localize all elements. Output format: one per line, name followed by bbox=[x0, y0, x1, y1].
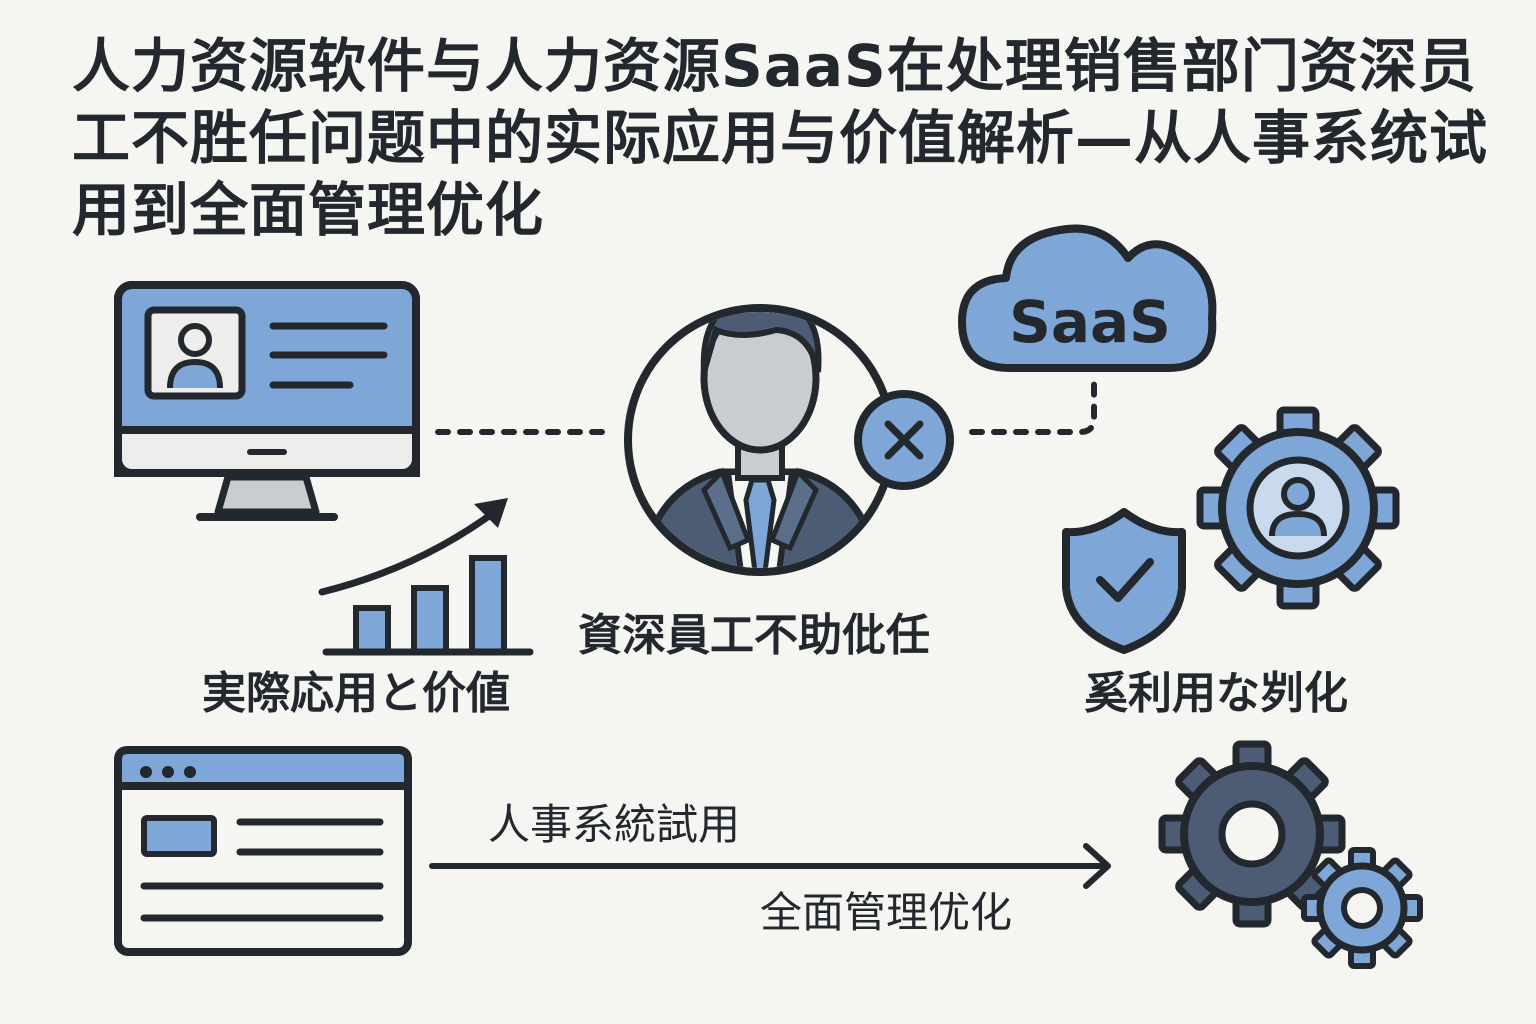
user-gear-icon bbox=[1196, 406, 1400, 610]
saas-cloud-icon: SaaS bbox=[958, 224, 1217, 372]
management-gears-icon bbox=[1158, 740, 1423, 969]
progress-arrow bbox=[429, 843, 1111, 889]
page-title: 人力资源软件与人力资源SaaS在处理销售部门资深员工不胜任问题中的实际应用与价值… bbox=[72, 32, 1489, 244]
growth-bar-chart-icon bbox=[318, 498, 534, 656]
senior-employee-icon bbox=[624, 304, 896, 576]
label-trial: 人事系統試用 bbox=[488, 800, 741, 849]
label-optimization: 全面管理优化 bbox=[760, 888, 1013, 937]
cloud-label: SaaS bbox=[1009, 288, 1171, 356]
hr-system-window-icon bbox=[114, 746, 412, 956]
hr-software-monitor-icon bbox=[114, 281, 420, 521]
label-practical-value: 実際応用と价値 bbox=[202, 668, 510, 719]
label-senior-incompetent: 資深員工不助仳任 bbox=[578, 610, 930, 661]
dotted-connector-right bbox=[969, 379, 1097, 435]
x-circle-icon bbox=[854, 390, 954, 490]
shield-check-icon bbox=[1062, 508, 1186, 654]
label-utilization: 奚利用な刿化 bbox=[1084, 668, 1348, 719]
